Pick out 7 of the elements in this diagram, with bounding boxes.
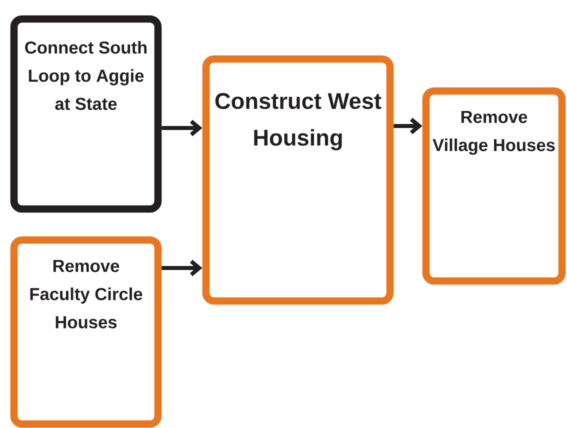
- arrow: [394, 118, 422, 134]
- arrow: [162, 260, 202, 276]
- process-box: Connect South Loop to Aggie at State: [10, 15, 162, 213]
- process-box: Remove Faculty Circle Houses: [10, 236, 162, 428]
- process-box: Construct West Housing: [202, 55, 394, 305]
- arrow: [162, 120, 202, 136]
- process-box: Remove Village Houses: [422, 87, 566, 285]
